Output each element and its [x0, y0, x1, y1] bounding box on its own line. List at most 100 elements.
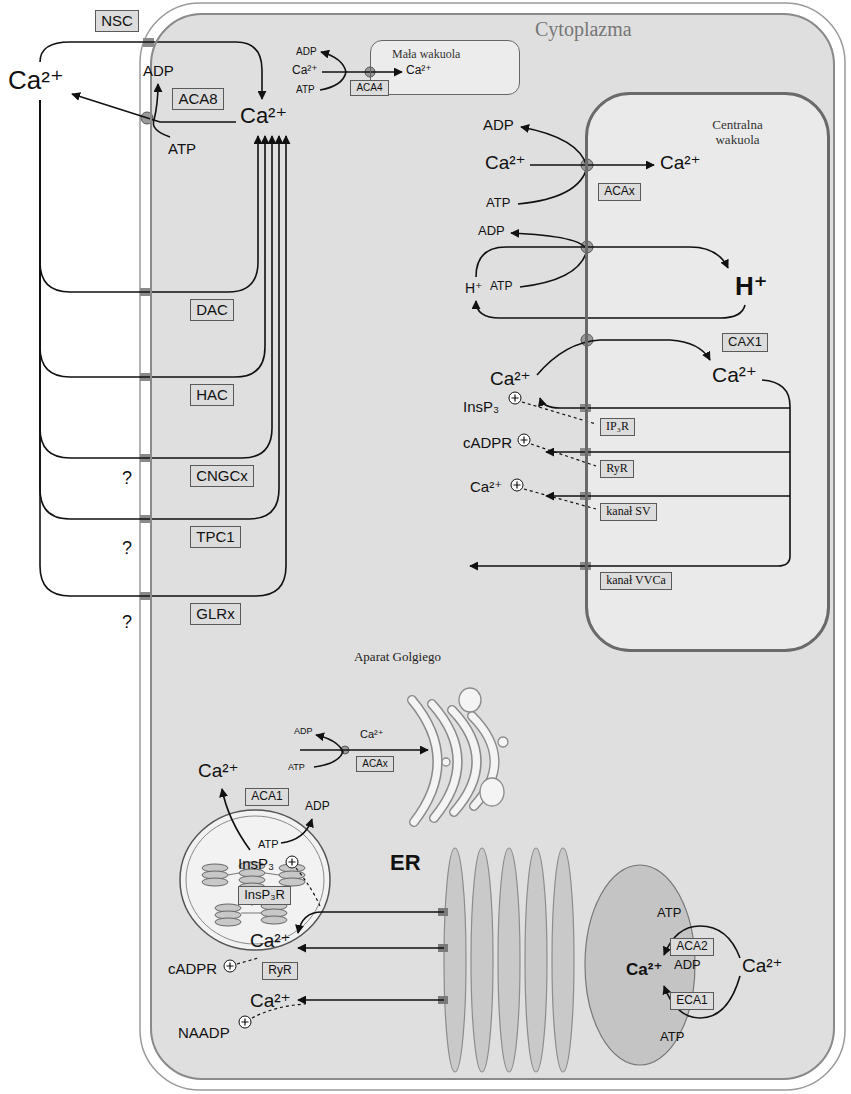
question-mark: ?	[122, 468, 132, 489]
channel-box: HAC	[190, 384, 234, 406]
label-anchor: ADP	[296, 46, 317, 58]
molecule-label: cADPR	[168, 960, 217, 977]
label-anchor: ADP	[305, 800, 330, 814]
box-label: ACA2	[676, 940, 708, 954]
molecule-label: Ca²⁺	[292, 64, 318, 78]
pump-box: ECA1	[670, 992, 714, 1010]
molecule-label: Ca²⁺	[660, 152, 701, 174]
label-anchor: Ca²⁺	[660, 152, 701, 174]
box-label: IP₃R	[606, 420, 629, 434]
pump-box: ACAx	[598, 183, 641, 201]
molecule-label: InsP₃	[463, 398, 499, 415]
channel-box: RyR	[262, 962, 298, 980]
label-anchor: H⁺	[735, 272, 768, 302]
label-anchor: ADP	[143, 62, 174, 79]
label-anchor: ADP	[294, 726, 313, 736]
molecule-label: ATP	[258, 838, 279, 851]
molecule-label: ATP	[660, 1030, 684, 1045]
label-anchor: ATP	[490, 280, 512, 294]
molecule-label: ADP	[674, 958, 701, 973]
molecule-label: Ca²⁺	[8, 66, 64, 96]
molecule-label: ATP	[486, 196, 510, 211]
channel-box: RyR	[600, 460, 634, 478]
box-label: HAC	[196, 386, 228, 403]
label-anchor: Ca²⁺	[742, 955, 783, 977]
region-label: Mała wakuola	[392, 48, 460, 62]
molecule-label: H⁺	[465, 280, 483, 296]
molecule-label: NAADP	[178, 1024, 230, 1041]
molecule-label: ADP	[305, 800, 330, 814]
molecule-label: H⁺	[735, 272, 768, 302]
label-anchor: Ca²⁺	[250, 930, 291, 952]
box-label: ACA1	[251, 790, 283, 804]
label-anchor: InsP₃	[238, 855, 274, 872]
label-anchor: Ca²⁺	[485, 152, 526, 174]
label-anchor: ATP	[657, 906, 681, 921]
label-anchor: ATP	[486, 196, 510, 211]
small-vacuole: Mała wakuolaACA4	[370, 40, 520, 95]
molecule-label: Ca²⁺	[712, 363, 757, 387]
pump-box: ACA8	[172, 88, 224, 110]
region-label: Cytoplazma	[535, 18, 632, 41]
molecule-label: Ca²⁺	[250, 930, 291, 952]
label-anchor: Ca²⁺	[470, 478, 502, 495]
box-label: ECA1	[676, 994, 708, 1008]
molecule-label: Ca²⁺	[490, 368, 531, 390]
label-anchor: ADP	[483, 116, 514, 133]
label-anchor: cADPR	[463, 434, 512, 451]
box-label: kanał VVCa	[606, 574, 666, 588]
label-anchor: Ca²⁺	[292, 64, 318, 78]
molecule-label: Ca²⁺	[626, 960, 662, 980]
label-anchor: ADP	[478, 224, 505, 239]
box-label: DAC	[196, 301, 228, 318]
box-label: ACAx	[362, 758, 388, 770]
label-anchor: Ca²⁺	[490, 368, 531, 390]
box-label: kanał SV	[606, 505, 651, 519]
exchanger-box: CAX1	[722, 333, 768, 352]
label-anchor: H⁺	[465, 280, 483, 296]
molecule-label: Ca²⁺	[240, 103, 287, 128]
label-anchor: Ca²⁺	[8, 66, 64, 96]
molecule-label: ATP	[288, 762, 305, 772]
region-label: ER	[390, 850, 421, 875]
box-label: NSC	[101, 12, 133, 29]
molecule-label: Ca²⁺	[485, 152, 526, 174]
channel-box: TPC1	[190, 526, 241, 548]
molecule-label: InsP₃	[238, 855, 274, 872]
question-mark: ?	[122, 612, 132, 633]
channel-box: InsP₃R	[238, 886, 291, 905]
molecule-label: Ca²⁺	[406, 64, 432, 78]
box-label: ACAx	[604, 185, 635, 199]
box-label: ACA8	[178, 90, 218, 107]
label-anchor: cADPR	[168, 960, 217, 977]
molecule-label: ADP	[478, 224, 505, 239]
channel-box: NSC	[95, 10, 139, 32]
label-anchor: Ca²⁺	[360, 728, 384, 741]
box-label: CAX1	[728, 335, 762, 350]
question-mark: ?	[122, 538, 132, 559]
pump-box: ACA1	[245, 788, 289, 806]
channel-box: IP₃R	[600, 418, 635, 436]
label-anchor: ADP	[674, 958, 701, 973]
molecule-label: Ca²⁺	[360, 728, 384, 741]
molecule-label: ATP	[168, 140, 196, 157]
label-anchor: ATP	[168, 140, 196, 157]
label-anchor: ATP	[660, 1030, 684, 1045]
box-label: RyR	[268, 964, 292, 978]
box-label: RyR	[606, 462, 628, 476]
label-anchor: ?	[122, 468, 132, 489]
molecule-label: Ca²⁺	[742, 955, 783, 977]
box-label: TPC1	[196, 528, 235, 545]
molecule-label: ADP	[143, 62, 174, 79]
pump-box: ACAx	[356, 756, 394, 772]
label-anchor: Ca²⁺	[712, 363, 757, 387]
region-label: Aparat Golgiego	[350, 650, 445, 665]
molecule-label: ATP	[296, 84, 315, 96]
box-label: CNGCx	[196, 467, 248, 484]
label-anchor: ATP	[288, 762, 305, 772]
channel-box: kanał SV	[600, 503, 657, 521]
molecule-label: ADP	[483, 116, 514, 133]
channel-box: CNGCx	[190, 465, 254, 487]
molecule-label: ADP	[296, 46, 317, 58]
